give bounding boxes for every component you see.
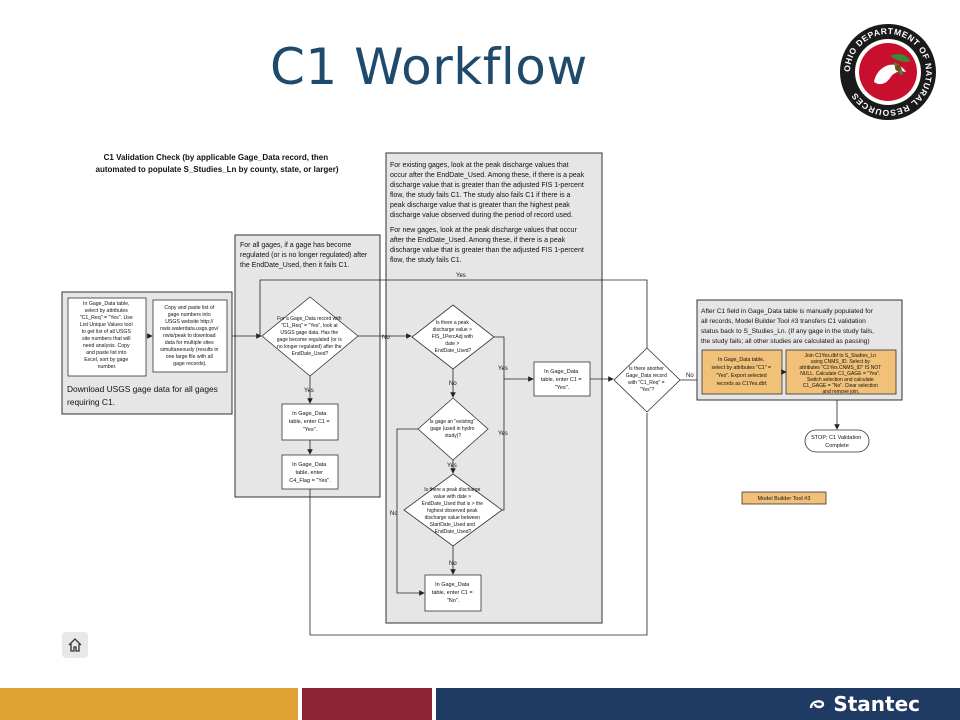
label-no-peak: No	[449, 381, 457, 387]
svg-text:Join C1Yes.dbf to S_Studies_Ln: Join C1Yes.dbf to S_Studies_Ln using CNM…	[799, 353, 882, 395]
label-yes-peak: Yes	[498, 366, 508, 372]
enter-c1-yes-box	[281, 403, 339, 441]
slide-title: C1 Workflow	[270, 38, 588, 96]
footer-bar: Stantec	[0, 688, 960, 720]
footer-gold-segment	[0, 688, 298, 720]
join-studies-box	[785, 349, 897, 395]
svg-text:Model Builder Tool #3: Model Builder Tool #3	[758, 496, 811, 502]
enter-c1-no-box	[424, 574, 482, 612]
usgs-download-box	[152, 299, 228, 373]
svg-text:Is there another Gage_Data: Is there another Gage_Data record with "…	[626, 366, 669, 393]
svg-text:In Gage_Data table, enter: In Gage_Data table, enter C1 = "Yes".	[541, 369, 583, 391]
peak-note-existing: For existing gages, look at the peak dis…	[390, 162, 586, 219]
svg-text:In Gage_Data table, select: In Gage_Data table, select by attributes…	[712, 357, 773, 387]
footer-navy-segment	[436, 688, 960, 720]
regulated-note: For all gages, if a gage has become regu…	[240, 242, 369, 269]
tool-panel-note: After C1 field in Gage_Data table is man…	[701, 308, 876, 345]
svg-text:Is there a peak discharge: Is there a peak discharge value > FIS_1P…	[432, 320, 475, 354]
usgs-download-text: Copy and paste list of gage numbers into…	[160, 305, 220, 367]
brand-name: Stantec	[833, 692, 920, 716]
odnr-seal-logo: OHIO DEPARTMENT OF NATURAL RESOURCES	[840, 24, 936, 120]
label-yes-existing: Yes	[447, 463, 457, 469]
svg-text:In Gage_Data table, enter: In Gage_Data table, enter C4_Flag = "Yes…	[289, 462, 331, 484]
svg-text:STOP; C1 Validation Comple: STOP; C1 Validation Complete	[811, 435, 863, 449]
another-record-decision	[613, 347, 681, 413]
label-no-another: No	[686, 373, 694, 379]
home-icon	[68, 638, 82, 652]
select-gages-text: In Gage_Data table, select by attributes…	[80, 301, 134, 370]
stantec-logo: Stantec	[807, 692, 920, 716]
download-caption: Download USGS gage data for all gages re…	[67, 384, 220, 407]
enter-c4-flag-box	[281, 454, 339, 490]
stantec-swirl-icon	[810, 700, 825, 709]
stop-terminal	[804, 429, 870, 453]
label-yes-highest: Yes	[498, 431, 508, 437]
footer-maroon-segment	[302, 688, 432, 720]
diagram-heading: C1 Validation Check (by applicable Gage_…	[96, 153, 339, 174]
peak-note-new: For new gages, look at the peak discharg…	[390, 227, 586, 264]
label-no-regulated: No	[382, 335, 390, 341]
home-button[interactable]	[62, 632, 88, 658]
regulated-decision-text: For a Gage_Data record with "C1_Req" = "…	[277, 316, 343, 357]
svg-text:In Gage_Data table, enter: In Gage_Data table, enter C1 = "No".	[432, 582, 474, 604]
model-builder-tool-label	[741, 491, 827, 505]
svg-text:In Gage_Data table, enter: In Gage_Data table, enter C1 = "Yes".	[289, 411, 331, 433]
svg-text:Is there a peak discharge: Is there a peak discharge value with dat…	[422, 487, 485, 535]
select-c1-yes-box	[701, 349, 783, 395]
label-yes-regulated: Yes	[304, 388, 314, 394]
svg-text:Is gage an "existing" gage: Is gage an "existing" gage (used in hydr…	[430, 419, 477, 439]
label-no-existing: No	[390, 511, 398, 517]
select-gages-box	[67, 297, 147, 377]
enter-c1-yes-mid-box	[533, 361, 591, 397]
label-no-highest: No	[449, 561, 457, 567]
label-yes-another: Yes	[456, 273, 466, 279]
